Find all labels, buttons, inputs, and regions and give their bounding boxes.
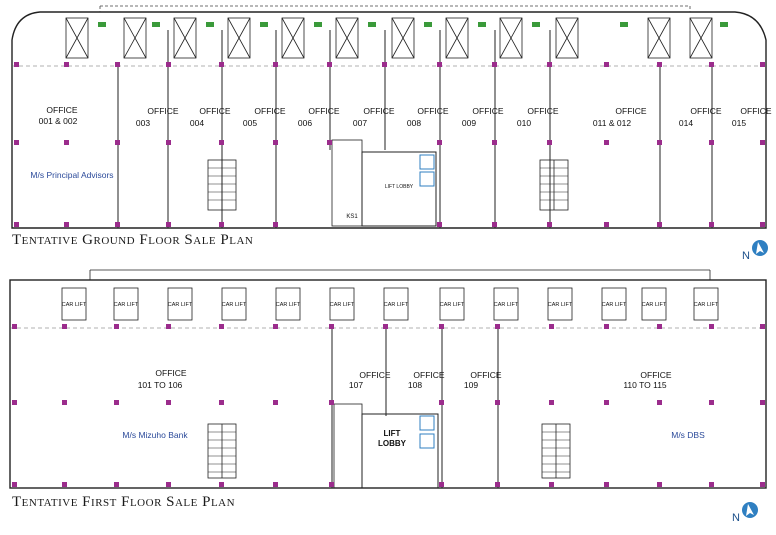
ff-north-indicator: N: [732, 498, 762, 528]
gf-office-label: OFFICE: [363, 106, 394, 116]
ff-office-label: OFFICE: [413, 370, 444, 380]
car-lift-label: CAR LIFT: [276, 302, 301, 308]
ff-partitions: [331, 328, 499, 488]
ground-floor-plan: OFFICE 001 & 002 OFFICE 003 OFFICE 004 O…: [0, 0, 776, 262]
gf-office-unit: 008: [407, 118, 421, 128]
gf-lobby-label: LIFT LOBBY: [385, 184, 414, 190]
car-lift-label: CAR LIFT: [642, 302, 667, 308]
first-floor-drawing: CAR LIFT CAR LIFT CAR LIFT CAR LIFT CAR …: [9, 269, 767, 489]
first-floor-plan: CAR LIFT CAR LIFT CAR LIFT CAR LIFT CAR …: [0, 266, 776, 535]
ff-office-label: OFFICE: [359, 370, 390, 380]
gf-office-unit: 011 & 012: [593, 118, 631, 128]
gf-caption: Tentative Ground Floor Sale Plan: [12, 232, 254, 248]
north-arrow-icon: [742, 502, 758, 518]
gf-tenant-label: M/s Principal Advisors: [30, 170, 113, 180]
car-lift-label: CAR LIFT: [694, 302, 719, 308]
car-lift-label: CAR LIFT: [222, 302, 247, 308]
car-lift-label: CAR LIFT: [330, 302, 355, 308]
gf-office-label: OFFICE: [46, 105, 77, 115]
gf-partitions: [117, 30, 713, 228]
ff-lobby-label-line1: LIFT: [384, 429, 401, 438]
ff-office-unit: 109: [464, 380, 478, 390]
car-lift-label: CAR LIFT: [602, 302, 627, 308]
gf-office-unit: 004: [190, 118, 204, 128]
gf-office-label: OFFICE: [417, 106, 448, 116]
gf-columns: [14, 62, 765, 227]
north-arrow-icon: [752, 240, 768, 256]
gf-office-unit: 005: [243, 118, 257, 128]
north-label: N: [732, 512, 740, 524]
ff-caption: Tentative First Floor Sale Plan: [12, 494, 236, 510]
ff-car-lifts: [61, 287, 719, 321]
ground-floor-drawing: OFFICE 001 & 002 OFFICE 003 OFFICE 004 O…: [11, 5, 772, 229]
car-lift-label: CAR LIFT: [62, 302, 87, 308]
gf-office-unit: 006: [298, 118, 312, 128]
ff-tenant-label-right: M/s DBS: [671, 430, 705, 440]
ff-office-labels: OFFICE 101 TO 106 OFFICE 107 OFFICE 108 …: [138, 368, 672, 390]
ff-office-unit: 110 TO 115: [623, 380, 667, 390]
car-lift-label: CAR LIFT: [494, 302, 519, 308]
ff-office-label: OFFICE: [155, 368, 186, 378]
gf-office-unit: 010: [517, 118, 531, 128]
gf-office-unit: 015: [732, 118, 746, 128]
gf-top-shafts: [65, 17, 713, 59]
gf-office-label: OFFICE: [472, 106, 503, 116]
ff-car-lift-labels: CAR LIFT CAR LIFT CAR LIFT CAR LIFT CAR …: [62, 302, 719, 308]
gf-office-label: OFFICE: [147, 106, 178, 116]
car-lift-label: CAR LIFT: [548, 302, 573, 308]
gf-office-label: OFFICE: [199, 106, 230, 116]
ff-tenant-label-left: M/s Mizuho Bank: [122, 430, 188, 440]
car-lift-label: CAR LIFT: [384, 302, 409, 308]
north-label: N: [742, 250, 750, 262]
gf-office-label: OFFICE: [308, 106, 339, 116]
gf-office-unit: 014: [679, 118, 693, 128]
gf-office-label: OFFICE: [527, 106, 558, 116]
ff-lobby-label-line2: LOBBY: [378, 439, 407, 448]
gf-stairs: [207, 159, 569, 211]
ff-office-unit: 101 TO 106: [138, 380, 183, 390]
gf-office-label: OFFICE: [615, 106, 646, 116]
gf-outer-wall: [11, 11, 767, 229]
ff-columns: [12, 324, 765, 487]
gf-office-unit: 003: [136, 118, 150, 128]
car-lift-label: CAR LIFT: [440, 302, 465, 308]
gf-office-label: OFFICE: [690, 106, 721, 116]
gf-office-unit: 001 & 002: [39, 116, 78, 126]
ff-office-label: OFFICE: [470, 370, 501, 380]
ff-office-unit: 108: [408, 380, 422, 390]
gf-office-unit: 009: [462, 118, 476, 128]
ff-stairs: [207, 423, 571, 479]
gf-office-label: OFFICE: [254, 106, 285, 116]
car-lift-label: CAR LIFT: [114, 302, 139, 308]
gf-office-unit: 007: [353, 118, 367, 128]
gf-north-indicator: N: [742, 236, 772, 266]
gf-office-label: OFFICE: [740, 106, 771, 116]
gf-office-labels: OFFICE 001 & 002 OFFICE 003 OFFICE 004 O…: [39, 105, 772, 128]
car-lift-label: CAR LIFT: [168, 302, 193, 308]
gf-ks-label: KS1: [346, 214, 358, 220]
ff-office-unit: 107: [349, 380, 363, 390]
ff-lift-lobby-block: [361, 413, 439, 489]
ff-office-label: OFFICE: [640, 370, 671, 380]
